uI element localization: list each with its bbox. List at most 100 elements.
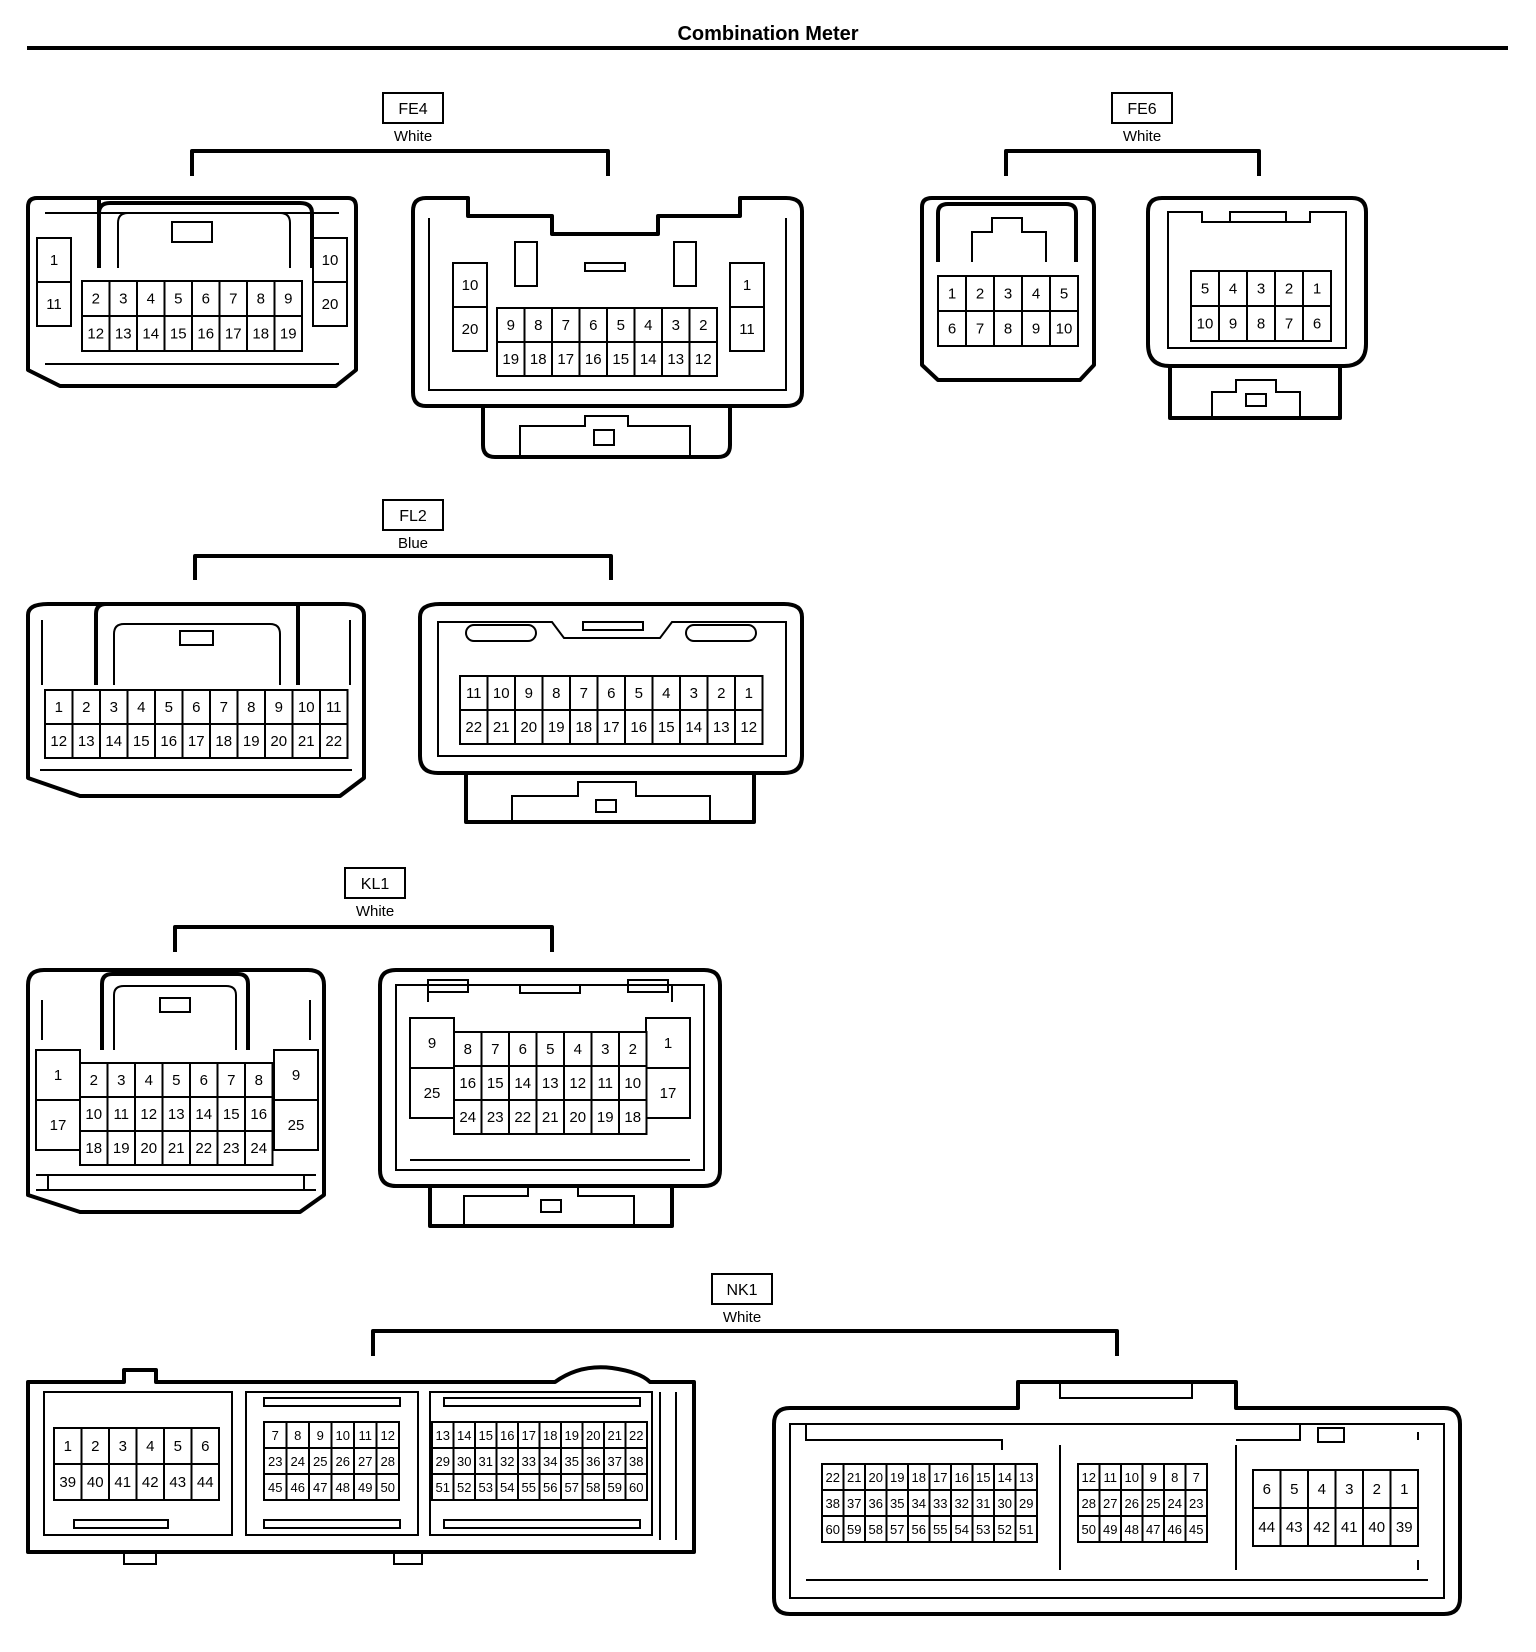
pin-number: 13: [168, 1106, 185, 1123]
pin-number: 8: [294, 1428, 301, 1443]
pin-number: 8: [257, 291, 265, 308]
pin-cell: [136, 315, 166, 352]
pin-number: 55: [933, 1522, 947, 1537]
pin-number: 10: [624, 1075, 641, 1092]
pin-number: 7: [220, 699, 228, 716]
pin-cell: [273, 280, 303, 317]
pin-number: 14: [105, 733, 122, 750]
pin-number: 8: [534, 317, 542, 334]
connector-color: White: [394, 128, 432, 145]
pin-number: 21: [608, 1428, 622, 1443]
pin-number: 21: [493, 719, 510, 736]
pin-number: 58: [586, 1480, 600, 1495]
pin-number: 4: [1032, 286, 1040, 303]
pin-cell: [53, 1463, 83, 1501]
pin-cell: [163, 315, 193, 352]
pin-cell: [108, 280, 138, 317]
pin-cell: [1049, 310, 1079, 347]
pin-number: 37: [608, 1454, 622, 1469]
pin-number: 59: [608, 1480, 622, 1495]
pin-cell: [1274, 305, 1304, 342]
pin-number: 7: [580, 685, 588, 702]
pin-number: 35: [565, 1454, 579, 1469]
pin-number: 24: [459, 1109, 476, 1126]
pin-cell: [319, 723, 349, 759]
pin-cell: [319, 689, 349, 725]
pin-cell: [452, 262, 488, 308]
pin-number: 16: [160, 733, 177, 750]
pin-number: 8: [247, 699, 255, 716]
pin-cell: [993, 310, 1023, 347]
pin-number: 51: [1019, 1522, 1033, 1537]
pin-number: 19: [243, 733, 260, 750]
pin-cell: [452, 306, 488, 352]
pin-cell: [190, 1463, 220, 1501]
pin-number: 14: [457, 1428, 471, 1443]
pin-number: 2: [699, 317, 707, 334]
pin-cell: [459, 675, 489, 711]
pin-cell: [1302, 305, 1332, 342]
pin-number: 1: [1313, 281, 1321, 298]
pin-number: 11: [113, 1106, 129, 1123]
pin-cell: [729, 262, 765, 308]
pin-cell: [1021, 275, 1051, 312]
pin-cell: [81, 315, 111, 352]
pin-number: 25: [288, 1117, 305, 1134]
pin-cell: [246, 280, 276, 317]
pin-number: 6: [1313, 316, 1321, 333]
pin-number: 24: [1168, 1496, 1182, 1511]
pin-number: 15: [487, 1075, 504, 1092]
pin-cell: [209, 723, 239, 759]
pin-cell: [523, 307, 553, 343]
pin-number: 19: [502, 351, 519, 368]
pin-number: 17: [557, 351, 574, 368]
pin-number: 20: [520, 719, 537, 736]
pin-number: 34: [543, 1454, 557, 1469]
pin-cell: [71, 723, 101, 759]
pin-number: 11: [326, 699, 342, 716]
pin-number: 14: [685, 719, 702, 736]
pin-number: 19: [597, 1109, 614, 1126]
pin-number: 10: [298, 699, 315, 716]
pin-number: 3: [110, 699, 118, 716]
pin-cell: [108, 1463, 138, 1501]
pin-cell: [563, 1099, 593, 1135]
pin-cell: [618, 1031, 648, 1067]
connector-color: White: [356, 903, 394, 920]
pin-cell: [291, 723, 321, 759]
pin-number: 11: [359, 1428, 373, 1443]
connector-code: FL2: [399, 508, 427, 525]
pin-number: 38: [826, 1496, 840, 1511]
connector-color: White: [1123, 128, 1161, 145]
pin-number: 15: [170, 326, 187, 343]
pin-number: 14: [640, 351, 657, 368]
pin-number: 10: [1056, 321, 1073, 338]
pin-number: 9: [525, 685, 533, 702]
pin-number: 10: [1125, 1470, 1139, 1485]
pin-number: 2: [91, 1438, 99, 1455]
pin-number: 25: [424, 1085, 441, 1102]
pin-cell: [126, 723, 156, 759]
pin-cell: [246, 315, 276, 352]
pin-number: 20: [586, 1428, 600, 1443]
pin-number: 11: [46, 296, 62, 313]
pin-number: 7: [1285, 316, 1293, 333]
pin-number: 5: [165, 699, 173, 716]
pin-number: 2: [976, 286, 984, 303]
pin-number: 9: [507, 317, 515, 334]
pin-number: 37: [847, 1496, 861, 1511]
pin-number: 18: [543, 1428, 557, 1443]
pin-number: 5: [546, 1041, 554, 1058]
pin-number: 9: [275, 699, 283, 716]
pin-number: 2: [1373, 1481, 1381, 1498]
pin-number: 47: [1146, 1522, 1160, 1537]
pin-number: 12: [381, 1428, 395, 1443]
pin-number: 20: [869, 1470, 883, 1485]
pin-number: 6: [192, 699, 200, 716]
pin-number: 12: [50, 733, 67, 750]
connector-bracket: [193, 554, 613, 580]
pin-number: 16: [500, 1428, 514, 1443]
pin-number: 52: [457, 1480, 471, 1495]
